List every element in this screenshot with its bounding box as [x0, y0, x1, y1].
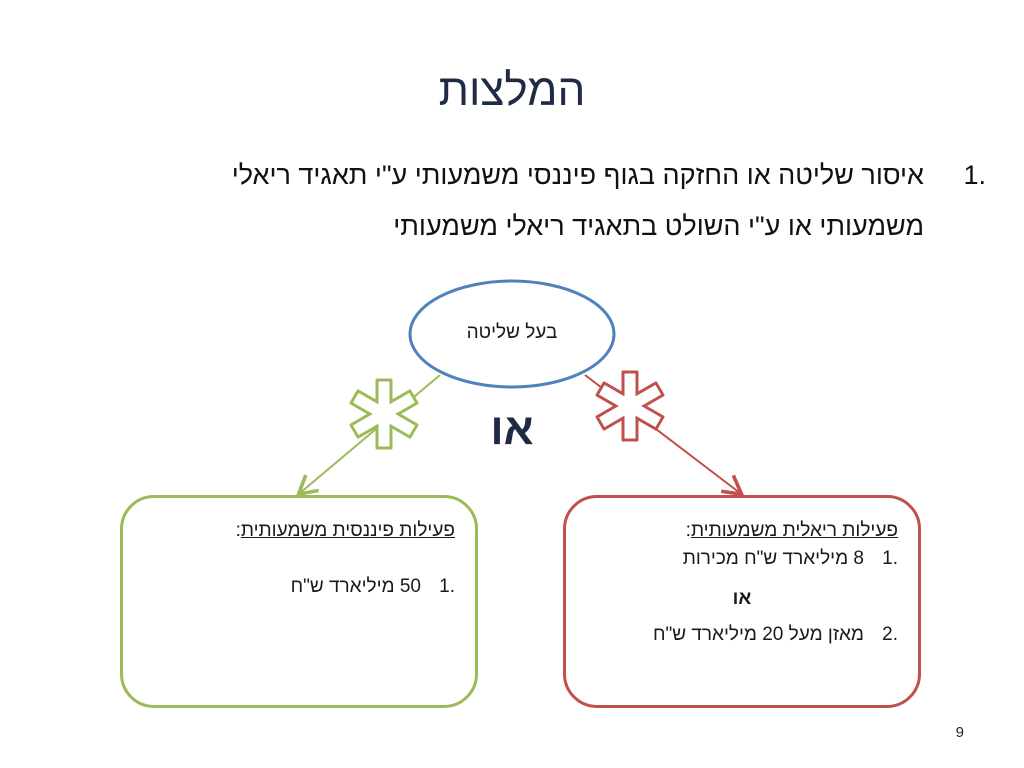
financial-heading: פעילות פיננסית משמעותית: [235, 520, 455, 541]
list-item: .2 מאזן מעל 20 מיליארד ש"ח [653, 624, 898, 646]
page-number: 9 [955, 724, 964, 741]
recommendation-text-2: משמעותי או ע"י השולט בתאגיד ריאלי משמעות… [393, 211, 924, 241]
list-number: .1 [963, 160, 986, 190]
real-heading: פעילות ריאלית משמעותית: [685, 520, 898, 541]
item-text: 50 מיליארד ש"ח [290, 576, 421, 597]
list-item: .1 8 מיליארד ש"ח מכירות [683, 548, 898, 570]
item-text: מאזן מעל 20 מיליארד ש"ח [652, 624, 864, 645]
or-label: או [490, 405, 534, 454]
real-activity-box: פעילות ריאלית משמעותית: .1 8 מיליארד ש"ח … [563, 495, 921, 708]
recommendation-text-1: איסור שליטה או החזקה בגוף פיננסי משמעותי… [231, 160, 924, 190]
asterisk-icon-green [349, 378, 419, 450]
arrow-to-financial [295, 374, 441, 497]
item-text: 8 מיליארד ש"ח מכירות [682, 548, 864, 569]
list-item: .1 50 מיליארד ש"ח [291, 576, 455, 598]
list-number: .2 [882, 624, 898, 645]
controller-label: בעל שליטה [466, 322, 558, 343]
recommendation-line-2: משמעותי או ע"י השולט בתאגיד ריאלי משמעות… [86, 211, 986, 242]
list-number: .1 [882, 548, 898, 569]
slide-title: המלצות [438, 66, 586, 115]
list-number: .1 [439, 576, 455, 597]
or-small-label: או [732, 588, 752, 609]
recommendation-line-1: .1 איסור שליטה או החזקה בגוף פיננסי משמע… [86, 160, 986, 191]
controller-ellipse [408, 279, 616, 389]
asterisk-icon-red [595, 370, 665, 442]
financial-activity-box: פעילות פיננסית משמעותית: .1 50 מיליארד ש"… [120, 495, 478, 708]
